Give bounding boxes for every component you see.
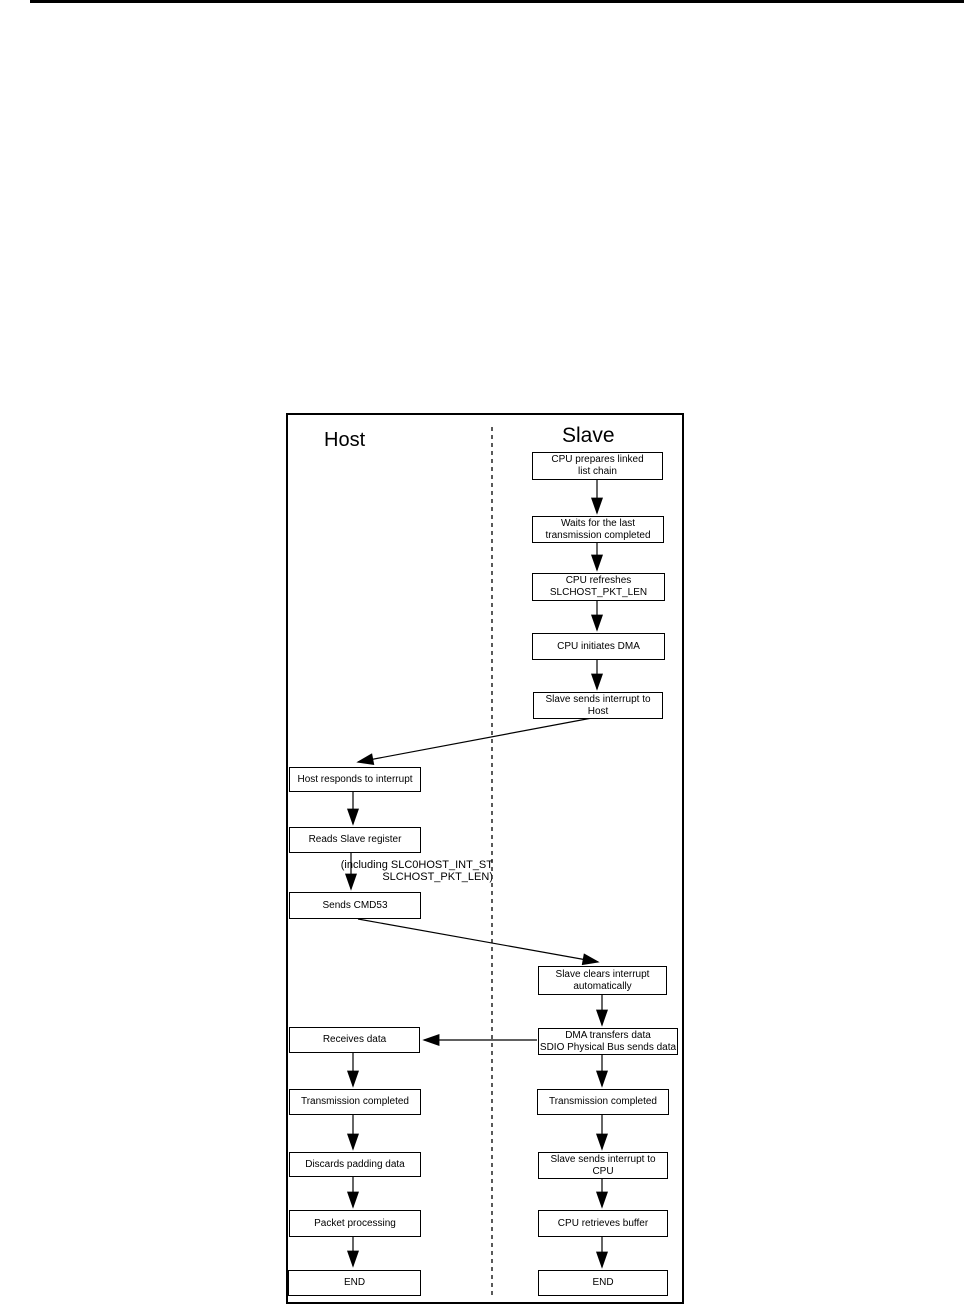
flow-node-sends-cmd53: Sends CMD53 [289, 892, 421, 919]
flow-node-cpu-initiates-dma: CPU initiates DMA [532, 633, 665, 660]
node-text-line: CPU initiates DMA [557, 640, 640, 652]
flow-node-discards-padding-data: Discards padding data [289, 1152, 421, 1177]
node-text-line: Sends CMD53 [322, 899, 388, 911]
node-text-line: Receives data [322, 1034, 387, 1045]
node-text-line: list chain [578, 466, 617, 477]
register-annotation: (including SLC0HOST_INT_ST SLCHOST_PKT_L… [273, 859, 493, 883]
node-text-line: CPU refreshes [565, 575, 632, 586]
node-text-line: SLCHOST_PKT_LEN [549, 587, 648, 598]
node-text-line: Packet processing [314, 1217, 396, 1229]
node-text-line: Discards padding data [305, 1158, 405, 1170]
flow-node-slave-sends-interrupt-to-cpu: Slave sends interrupt to CPU [538, 1152, 668, 1179]
node-text-line: Reads Slave register [308, 834, 402, 845]
host-column-label: Host [324, 429, 366, 451]
node-text-line: END [343, 1277, 366, 1288]
flow-node-packet-processing: Packet processing [289, 1210, 421, 1237]
node-text-line: Slave sends interrupt to [550, 1153, 656, 1165]
node-text-line: Slave clears interrupt [555, 968, 650, 980]
flow-node-cpu-retrieves-buffer: CPU retrieves buffer [538, 1210, 668, 1237]
flow-node-transmission-completed-slave: Transmission completed [537, 1089, 669, 1115]
flow-node-waits-for-last-transmission: Waits for the last transmission complete… [532, 516, 664, 543]
node-text-line: END [592, 1277, 614, 1288]
node-text-line: CPU retrieves buffer [557, 1217, 649, 1229]
node-text-line: Host responds to interrupt [297, 773, 413, 785]
flow-node-slave-clears-interrupt: Slave clears interrupt automatically [538, 966, 667, 995]
flow-node-cpu-refreshes-slchost-pkt-len: CPU refreshes SLCHOST_PKT_LEN [532, 573, 665, 601]
register-annotation-line2: SLCHOST_PKT_LEN) [382, 870, 493, 883]
flow-node-transmission-completed-host: Transmission completed [289, 1089, 421, 1115]
page-top-rule [30, 0, 964, 3]
node-text-line: CPU [592, 1165, 614, 1177]
flow-node-slave-sends-interrupt-to-host: Slave sends interrupt to Host [533, 692, 663, 719]
flow-node-reads-slave-register: Reads Slave register [289, 827, 421, 853]
register-annotation-line1: (including SLC0HOST_INT_ST [340, 859, 493, 871]
node-text-line: CPU prepares linked [551, 454, 644, 465]
flow-node-end-slave: END [538, 1270, 668, 1296]
flow-node-dma-transfers-data: DMA transfers data SDIO Physical Bus sen… [538, 1028, 678, 1055]
node-text-line: Transmission completed [548, 1096, 657, 1107]
slave-column-label: Slave [562, 424, 615, 447]
flow-node-cpu-prepares-linked-list-chain: CPU prepares linked list chain [532, 452, 663, 480]
node-text-line: SDIO Physical Bus sends data [539, 1041, 677, 1053]
node-text-line: Transmission completed [300, 1096, 409, 1107]
node-text-line: transmission completed [545, 529, 651, 541]
node-text-line: Slave sends interrupt to [545, 693, 651, 705]
flow-node-receives-data: Receives data [289, 1027, 420, 1053]
flow-node-end-host: END [288, 1270, 421, 1296]
node-text-line: Waits for the last [560, 517, 636, 529]
flow-node-host-responds-to-interrupt: Host responds to interrupt [289, 767, 421, 792]
node-text-line: automatically [573, 980, 632, 992]
node-text-line: Host [587, 705, 609, 717]
node-text-line: DMA transfers data [565, 1029, 651, 1041]
